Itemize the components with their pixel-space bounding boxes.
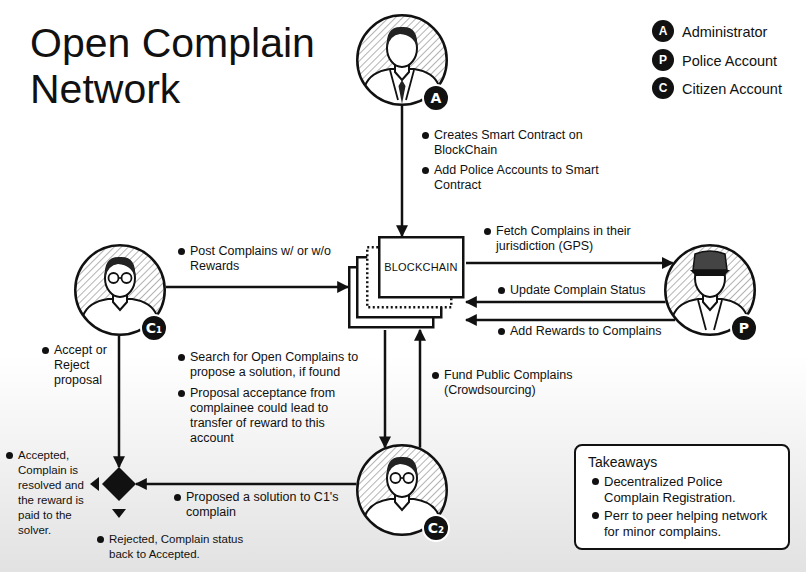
edge-label: Proposed a solution to C1's complain [172,490,352,520]
takeaways-box: TakeawaysDecentralized Police Complain R… [574,444,790,550]
legend-badge: A [652,20,674,42]
person-hair [387,27,417,48]
legend-badge: C [652,77,674,99]
note-text: Add Police Accounts to Smart Contract [420,163,600,193]
panel-item: Decentralized Police Complain Registrati… [588,474,778,506]
block-stack [348,236,466,330]
diagram-title: Open Complain Network [30,20,330,112]
legend-text: Police Account [682,52,777,70]
lapels [390,70,414,100]
citizen-circle: C₁ [74,244,166,336]
decision-diamond: Accepted, Complain is resolved and the r… [102,467,136,501]
outcome-arrowhead [90,477,99,491]
police-circle: P [664,244,756,336]
edge-label: Post Complains w/ or w/o Rewards [176,244,336,274]
outcome-text: Rejected, Complain status back to Accept… [95,532,267,562]
connector-arrow [384,330,387,447]
legend-text: Citizen Account [682,80,782,98]
connector-arrow [166,286,348,289]
role-badge: A [422,84,450,112]
edge-label: Fetch Complains in their jurisdiction (G… [482,224,662,254]
legend-text: Administrator [682,23,767,41]
role-badge: C₁ [140,314,168,342]
collar [698,300,722,330]
edge-label: Fund Public Complains (Crowdsourcing) [430,368,610,398]
connector-arrow [419,330,422,448]
connector-arrow [136,483,356,486]
role-badge: C₂ [422,514,450,542]
role-badge: P [730,314,758,342]
blockchain-text: BLOCKCHAIN [378,236,464,298]
edge-label: Accept or Reject proposal [40,343,118,388]
outcome-text: Accepted, Complain is resolved and the r… [4,448,88,538]
cap-brim [690,270,730,276]
glasses [391,473,414,483]
connector-arrow [466,262,673,265]
note-text: Proposal acceptance from complainee coul… [176,386,362,446]
tie [399,80,406,104]
panel-item: Perr to peer helping network for minor c… [588,508,778,540]
connector-arrow [118,336,121,467]
citizen-circle: C₂ [356,444,448,536]
edge-label: Add Rewards to Complains [496,324,666,339]
police-cap [693,251,727,270]
edge-label: Creates Smart Contract on BlockChain [420,128,600,158]
connector-arrow [466,319,675,322]
legend-badge: P [652,49,674,71]
edge-label: Update Complain Status [496,283,666,298]
edge-label: Search for Open Complains to propose a s… [176,350,362,380]
glasses [109,273,132,283]
diamond-fill [102,467,136,501]
connector-arrow [466,301,666,304]
connector-arrow [401,106,404,236]
diamond-shape [102,467,136,501]
panel-heading: Takeaways [588,453,778,471]
administrator-circle: A [356,14,448,106]
blockchain-stack: BLOCKCHAIN [348,236,466,330]
outcome-arrowhead [112,509,126,518]
